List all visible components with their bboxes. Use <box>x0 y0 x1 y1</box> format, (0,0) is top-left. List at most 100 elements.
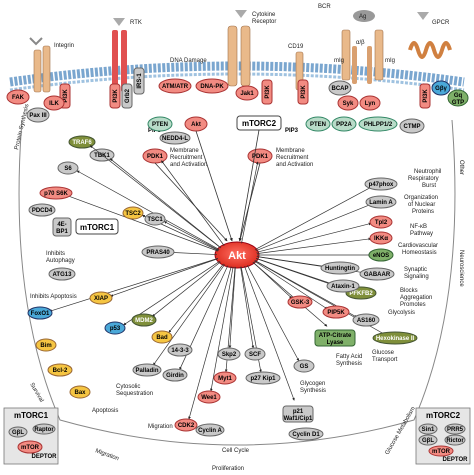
glucose-transport-label-1: Glucose <box>372 350 395 356</box>
bcl2-label: Bcl-2 <box>53 368 68 374</box>
tbk1-label: TBK1 <box>94 153 110 159</box>
lyn-label: Lyn <box>365 101 376 107</box>
pi3k-cytokine-node: PI3K <box>261 79 273 105</box>
pi3k-gpcr-node: PI3K <box>419 83 431 109</box>
ebp1-label-1: 4E- <box>57 222 66 228</box>
mtorc1-label: mTORC1 <box>80 223 115 232</box>
neutrophil-label-2: Respiratory <box>408 176 439 182</box>
paxillin-node: Pax III <box>26 107 50 123</box>
acl-label-1: ATP-Citrate <box>319 333 352 339</box>
pip5k-label: PIP5K <box>327 310 345 316</box>
bcl2-node: Bcl-2 <box>47 363 73 377</box>
akt-top-node: Akt <box>184 116 208 132</box>
bcap-label: BCAP <box>331 86 348 92</box>
p27-label: p27 Kip1 <box>250 376 276 382</box>
tsc2-node: TSC2 <box>122 206 144 220</box>
akt-spoke-line <box>247 265 300 362</box>
pi3k-cytokine-label: PI3K <box>265 85 271 99</box>
p27-node: p27 Kip1 <box>245 371 281 385</box>
s6-label: S6 <box>64 166 72 172</box>
p1433-node: 14-3-3 <box>167 343 193 357</box>
cardio-label-2: Homeostasis <box>402 250 437 256</box>
legend-mtorc1: mTORC1 GβL Raptor mTOR DEPTOR <box>3 407 59 465</box>
bim-label: Bim <box>40 343 51 349</box>
pten-left-label: PTEN <box>152 122 168 128</box>
dna-damage-label: DNA Damage <box>170 58 207 64</box>
akt-spoke-line <box>49 258 218 312</box>
ilk-node: ILK <box>43 95 65 111</box>
cyclin-a-node: Cyclin A <box>195 423 225 437</box>
phlpp-label: PHLPP1/2 <box>364 122 393 128</box>
akt-spoke-line <box>256 222 372 253</box>
grb2-node: Grb2 <box>121 83 133 109</box>
akt-spoke-line <box>161 160 225 246</box>
cyclin-d1-node: Cyclin D1 <box>288 427 324 441</box>
akt-spoke-line <box>254 260 328 310</box>
other-label: Other <box>458 160 464 175</box>
irs1-node: IRS-1 <box>133 67 145 95</box>
membrane-right-label-1: Membrane <box>276 148 305 154</box>
legend-mtorc1-title: mTORC1 <box>14 411 49 420</box>
legend-mtorc1-raptor: Raptor <box>34 427 54 433</box>
fatty-acid-label-2: Synthesis <box>336 361 362 367</box>
neutrophil-label-3: Burst <box>422 183 436 189</box>
nfkb-label-1: NF-κB <box>410 224 427 230</box>
pdk1-left-node: PDK1 <box>142 148 168 164</box>
mtorc2-node: mTORC2 <box>236 115 282 131</box>
cdk2-node: CDK2 <box>174 418 198 432</box>
girdin-label: Girdin <box>166 373 184 379</box>
gabaar-node: GABAAR <box>359 267 395 281</box>
gsk3-node: GSK-3 <box>287 295 313 309</box>
akt-spoke-line <box>256 258 334 285</box>
pdcd4-label: PDCD4 <box>32 208 53 214</box>
membrane-right-label-3: and Activation <box>276 162 313 168</box>
bcr-receptor: BCR Ag mIg mIg α/β <box>318 4 395 84</box>
akt-spoke-line <box>151 261 221 317</box>
pfkfb2-label: PFKFB2 <box>349 291 373 297</box>
cytosolic-label-1: Cytosolic <box>116 384 140 390</box>
bax-label: Bax <box>74 390 86 396</box>
pp2a-node: PP2A <box>331 116 357 132</box>
irs1-label: IRS-1 <box>137 73 143 89</box>
gabaar-label: GABAAR <box>364 272 391 278</box>
pi3k-cd19-node: PI3K <box>297 79 309 105</box>
cyclin-a-label: Cyclin A <box>198 428 222 434</box>
nuclear-label-3: Proteins <box>412 209 434 215</box>
gbg-node: Gβγ <box>431 80 451 96</box>
syk-node: Syk <box>337 95 359 111</box>
pip3-right-label: PIP3 <box>285 128 299 134</box>
scf-label: SCF <box>249 352 261 358</box>
acl-label-2: Lyase <box>327 340 344 346</box>
akt-spoke-line <box>255 203 372 252</box>
myt1-label: Myt1 <box>218 376 232 382</box>
enos-label: eNOS <box>373 253 389 259</box>
inhibits-autophagy-label-1: Inhibits <box>46 251 65 257</box>
membrane-right-label-2: Recruitment <box>276 155 309 161</box>
grb2-label: Grb2 <box>125 88 131 103</box>
glycolysis-label: Glycolysis <box>388 310 415 316</box>
mtorc2-label: mTORC2 <box>242 119 277 128</box>
tpl2-label: Tpl2 <box>375 220 388 226</box>
ebp1-label-2: BP1 <box>56 229 68 235</box>
survival-label: Survival <box>28 382 44 403</box>
bim-node: Bim <box>35 338 57 352</box>
akt-central-node: Akt <box>214 241 260 269</box>
foxo1-label: FoxO1 <box>31 311 50 317</box>
bad-node: Bad <box>151 330 173 344</box>
skp2-node: Skp2 <box>217 347 241 361</box>
akt-spoke-line <box>89 145 222 249</box>
mdm2-node: MDM2 <box>131 313 157 327</box>
legend-mtorc1-mtor: mTOR <box>21 445 40 451</box>
atg13-label: ATG13 <box>53 272 73 278</box>
pip3-left-label: PIP3 <box>148 128 162 134</box>
as160-node: AS160 <box>352 313 380 327</box>
cytokine-receptor-label-1: Cytokine <box>252 12 276 18</box>
mig-right-label: mIg <box>385 58 395 64</box>
tsc1-node: TSC1 <box>144 212 166 226</box>
gs-node: GS <box>293 359 315 373</box>
akt-spoke-line <box>163 221 219 251</box>
xiap-node: XIAP <box>89 291 113 305</box>
mtorc1-node: mTORC1 <box>75 218 119 235</box>
akt-spoke-line <box>244 266 295 401</box>
